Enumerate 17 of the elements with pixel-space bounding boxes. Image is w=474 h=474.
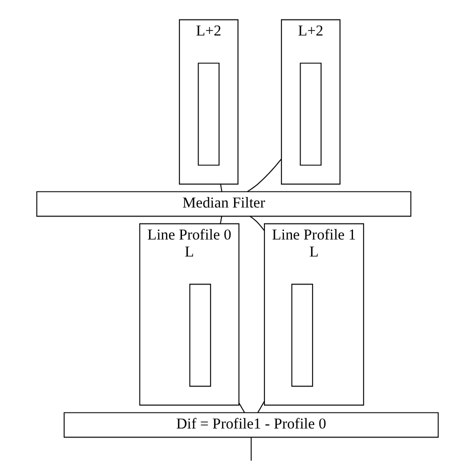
connector (256, 400, 264, 414)
cluster: Line Profile 0 L (138, 223, 239, 406)
connector (246, 158, 282, 192)
node-bar (188, 284, 211, 387)
node-bar (197, 62, 220, 166)
node-bar (299, 62, 322, 166)
cluster: L+2 (280, 19, 340, 185)
node-box: Dif = Profile1 - Profile 0 (63, 412, 438, 438)
cluster: Line Profile 1 L (263, 223, 364, 406)
cluster: L+2 (178, 19, 238, 185)
node-box: Median Filter (36, 191, 411, 217)
connector (220, 184, 222, 192)
connector (249, 216, 264, 232)
connector (250, 436, 252, 462)
node-bar (290, 284, 313, 387)
connector (238, 402, 244, 414)
connector (219, 216, 222, 224)
